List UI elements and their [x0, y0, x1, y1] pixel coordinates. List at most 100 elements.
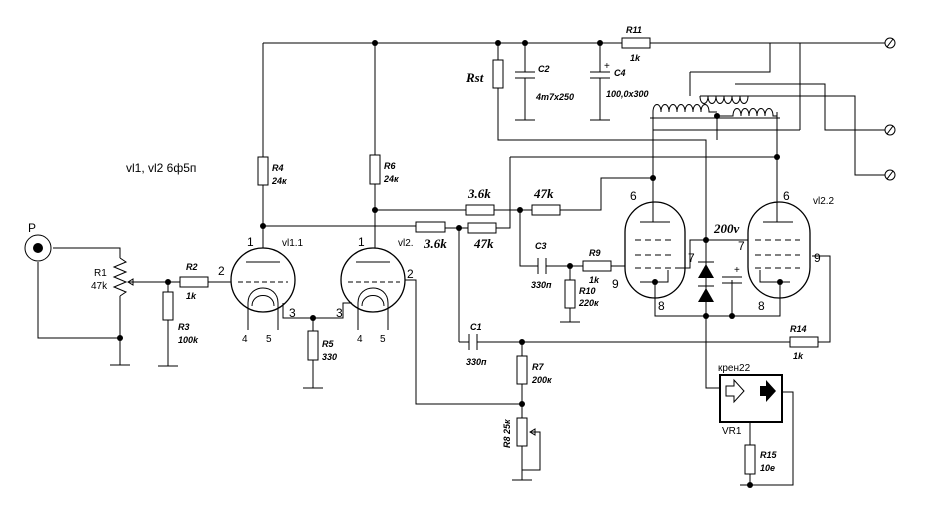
c4-ref: C4	[614, 68, 626, 78]
resistor-r2: R2 1k	[179, 262, 209, 301]
vl22-pin7: 7	[738, 239, 745, 253]
c2-ref: C2	[538, 64, 550, 74]
vl22-label: vl2.2	[813, 196, 835, 207]
vl22-pin6: 6	[783, 189, 790, 203]
vl2-pin4: 4	[357, 334, 363, 345]
output-transformer	[650, 95, 780, 119]
c4-value: 100,0x300	[606, 89, 649, 99]
r3-ref: R3	[178, 322, 190, 332]
resistor-r11: R11 1k	[621, 25, 651, 63]
rst-ref: Rst	[465, 70, 484, 85]
resistor-r15: R15 10e	[744, 444, 778, 475]
resistor-r14: R14 1k	[789, 324, 819, 361]
tube-vl1-1: vl1.1 1 2 3 4 5	[218, 235, 304, 345]
resistor-rst: Rst	[465, 59, 504, 89]
r4-ref: R4	[272, 163, 284, 173]
r14-value: 1k	[793, 351, 804, 361]
r15-ref: R15	[760, 450, 778, 460]
c3-ref: C3	[535, 241, 547, 251]
r9-value: 1k	[589, 275, 600, 285]
resistor-3-6k-upper: 3.6k	[465, 186, 495, 216]
vl2-pin5: 5	[380, 334, 386, 345]
r7-ref: R7	[532, 362, 544, 372]
r1-ref: R1	[94, 268, 107, 279]
vl2-pin2: 2	[407, 267, 414, 281]
r-3-6k-b: 3.6k	[423, 236, 447, 251]
vl2-pin3: 3	[336, 306, 343, 320]
zener-diodes: 200v	[698, 221, 740, 302]
bias-voltage: 200v	[713, 221, 740, 236]
capacitor-c2: C2 4m7x250	[515, 64, 574, 102]
regulator-ref: VR1	[722, 426, 742, 437]
input-label: P	[28, 221, 36, 235]
r-3-6k-a: 3.6k	[467, 186, 491, 201]
r8-ref: R8 25к	[502, 419, 512, 448]
c4-polarity: +	[604, 61, 610, 72]
regulator-ic: крен22	[718, 363, 751, 374]
resistor-r8: R8 25к	[502, 417, 540, 448]
capacitor-c1: C1 330п	[466, 322, 487, 367]
c3-value: 330п	[531, 280, 552, 290]
r9-ref: R9	[589, 248, 601, 258]
vl22-pin9: 9	[814, 251, 821, 265]
r2-value: 1k	[186, 291, 197, 301]
r5-value: 330	[322, 352, 337, 362]
r4-value: 24к	[271, 176, 287, 186]
vl22-pin8: 8	[758, 299, 765, 313]
tubes-note: vl1, vl2 6ф5п	[126, 161, 196, 175]
r14-ref: R14	[790, 324, 807, 334]
c1-value: 330п	[466, 357, 487, 367]
tube-vl1-2: 6 7 8 9	[612, 189, 706, 313]
resistor-47k-lower: 47k	[467, 222, 497, 251]
r5-ref: R5	[322, 339, 334, 349]
resistor-47k-upper: 47k	[531, 186, 561, 216]
vl1-label: vl1.1	[282, 238, 304, 249]
c2-value: 4m7x250	[535, 92, 574, 102]
r15-value: 10e	[760, 463, 775, 473]
resistor-r6: R6 24к	[369, 154, 399, 185]
r1-value: 47k	[91, 281, 108, 292]
resistor-r5: R5 330	[307, 330, 337, 362]
r-47k-b: 47k	[473, 236, 494, 251]
resistor-r9: R9 1k	[582, 248, 612, 285]
tube-vl2-2: 6 vl2.2 7 8 9	[738, 189, 835, 313]
resistor-r7: R7 200к	[516, 355, 552, 385]
resistor-r4: R4 24к	[257, 156, 287, 186]
r3-value: 100k	[178, 335, 199, 345]
r10-value: 220к	[578, 298, 599, 308]
c1-ref: C1	[470, 322, 482, 332]
r10-ref: R10	[579, 286, 596, 296]
vl1-pin3: 3	[289, 306, 296, 320]
capacitor-c5: +	[722, 265, 742, 284]
resistor-r3: R3 100k	[162, 291, 199, 345]
vl1-pin2: 2	[218, 264, 225, 278]
r11-ref: R11	[626, 25, 642, 35]
resistor-r1: R1 47k	[91, 257, 138, 297]
input-jack: P	[24, 221, 52, 262]
r-47k-a: 47k	[533, 186, 554, 201]
r6-value: 24к	[383, 174, 399, 184]
r7-value: 200к	[531, 375, 552, 385]
c5-polarity: +	[734, 265, 740, 276]
resistor-3-6k-lower: 3.6k	[415, 221, 447, 251]
vl12-pin9: 9	[612, 277, 619, 291]
grounds	[110, 119, 760, 486]
vl1-pin4: 4	[242, 334, 248, 345]
vl2-pin1: 1	[358, 235, 365, 249]
vl12-pin8: 8	[658, 299, 665, 313]
r6-ref: R6	[384, 161, 396, 171]
vl12-pin7: 7	[688, 251, 695, 265]
vl1-pin5: 5	[266, 334, 272, 345]
tube-vl2-1: vl2. 1 2 3 4 5	[336, 235, 414, 345]
voltage-regulator: крен22 VR1	[718, 363, 783, 437]
output-terminals	[884, 37, 896, 181]
vl1-pin1: 1	[247, 235, 254, 249]
junctions	[117, 40, 780, 488]
vl2-label: vl2.	[398, 238, 414, 249]
capacitor-c4: + C4 100,0x300	[590, 61, 649, 99]
capacitor-c3: C3 330п	[531, 241, 552, 290]
resistor-r10: R10 220к	[564, 279, 599, 309]
vl12-pin6: 6	[630, 189, 637, 203]
r11-value: 1k	[630, 53, 641, 63]
